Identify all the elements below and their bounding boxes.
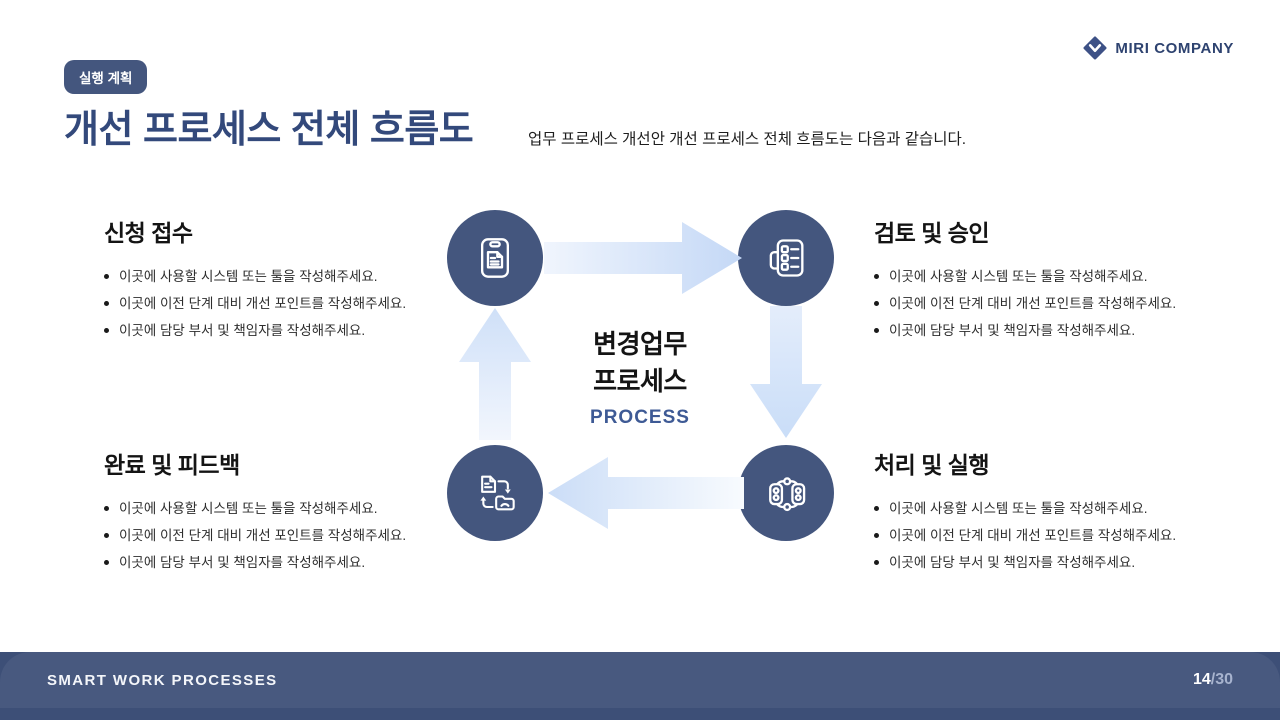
step-section-execute: 처리 및 실행 이곳에 사용할 시스템 또는 툴을 작성해주세요. 이곳에 이전… bbox=[874, 446, 1226, 576]
workflow-nodes-icon bbox=[769, 477, 806, 512]
bullet-text: 이곳에 담당 부서 및 책임자를 작성해주세요. bbox=[119, 555, 366, 570]
step-bullet: 이곳에 담당 부서 및 책임자를 작성해주세요. bbox=[104, 317, 456, 344]
step-bullet: 이곳에 이전 단계 대비 개선 포인트를 작성해주세요. bbox=[104, 290, 456, 317]
step-title: 처리 및 실행 bbox=[874, 452, 990, 478]
step-title: 완료 및 피드백 bbox=[104, 452, 240, 478]
step-node-apply bbox=[447, 210, 543, 306]
bullet-dot bbox=[874, 506, 879, 511]
page-number: 14/30 bbox=[1193, 671, 1233, 689]
bullet-dot bbox=[874, 274, 879, 279]
step-bullet: 이곳에 담당 부서 및 책임자를 작성해주세요. bbox=[874, 549, 1226, 576]
step-section-apply: 신청 접수 이곳에 사용할 시스템 또는 툴을 작성해주세요. 이곳에 이전 단… bbox=[104, 214, 456, 344]
file-transfer-icon bbox=[480, 475, 515, 511]
page-current: 14 bbox=[1192, 671, 1211, 688]
step-section-review: 검토 및 승인 이곳에 사용할 시스템 또는 툴을 작성해주세요. 이곳에 이전… bbox=[874, 214, 1226, 344]
miri-diamond-logo-icon bbox=[1083, 36, 1107, 60]
bullet-dot bbox=[104, 506, 109, 511]
step-bullet: 이곳에 사용할 시스템 또는 툴을 작성해주세요. bbox=[874, 263, 1226, 290]
step-node-feedback bbox=[447, 445, 543, 541]
bullet-text: 이곳에 이전 단계 대비 개선 포인트를 작성해주세요. bbox=[119, 296, 407, 311]
section-badge: 실행 계획 bbox=[64, 60, 148, 94]
center-line3: PROCESS bbox=[590, 407, 690, 428]
bullet-text: 이곳에 이전 단계 대비 개선 포인트를 작성해주세요. bbox=[119, 528, 407, 543]
step-bullet: 이곳에 담당 부서 및 책임자를 작성해주세요. bbox=[104, 549, 456, 576]
bullet-dot bbox=[874, 533, 879, 538]
step-bullet: 이곳에 이전 단계 대비 개선 포인트를 작성해주세요. bbox=[874, 522, 1226, 549]
step-bullet: 이곳에 사용할 시스템 또는 툴을 작성해주세요. bbox=[104, 495, 456, 522]
bullet-text: 이곳에 담당 부서 및 책임자를 작성해주세요. bbox=[889, 555, 1136, 570]
center-line2: 프로세스 bbox=[593, 366, 687, 396]
step-title: 신청 접수 bbox=[104, 220, 193, 246]
bullet-dot bbox=[874, 560, 879, 565]
bullet-dot bbox=[104, 274, 109, 279]
bullet-text: 이곳에 담당 부서 및 책임자를 작성해주세요. bbox=[889, 323, 1136, 338]
page-total: /30 bbox=[1210, 671, 1233, 688]
flow-arrow-down-icon bbox=[750, 306, 822, 438]
step-node-execute bbox=[738, 445, 834, 541]
step-bullet: 이곳에 사용할 시스템 또는 툴을 작성해주세요. bbox=[104, 263, 456, 290]
bullet-dot bbox=[874, 328, 879, 333]
bullet-text: 이곳에 사용할 시스템 또는 툴을 작성해주세요. bbox=[889, 269, 1148, 284]
bullet-text: 이곳에 이전 단계 대비 개선 포인트를 작성해주세요. bbox=[889, 528, 1177, 543]
step-bullets: 이곳에 사용할 시스템 또는 툴을 작성해주세요. 이곳에 이전 단계 대비 개… bbox=[104, 495, 456, 576]
bullet-text: 이곳에 사용할 시스템 또는 툴을 작성해주세요. bbox=[119, 501, 378, 516]
step-bullets: 이곳에 사용할 시스템 또는 툴을 작성해주세요. 이곳에 이전 단계 대비 개… bbox=[874, 263, 1226, 344]
step-bullets: 이곳에 사용할 시스템 또는 툴을 작성해주세요. 이곳에 이전 단계 대비 개… bbox=[874, 495, 1226, 576]
bullet-text: 이곳에 이전 단계 대비 개선 포인트를 작성해주세요. bbox=[889, 296, 1177, 311]
page-subtitle: 업무 프로세스 개선안 개선 프로세스 전체 흐름도는 다음과 같습니다. bbox=[528, 131, 967, 148]
footer-bar: SMART WORK PROCESSES 14/30 bbox=[0, 652, 1280, 708]
brand: MIRI COMPANY bbox=[1083, 36, 1234, 60]
brand-name: MIRI COMPANY bbox=[1115, 39, 1234, 57]
footer-title: SMART WORK PROCESSES bbox=[47, 671, 278, 689]
checklist-icon bbox=[769, 239, 804, 277]
bullet-dot bbox=[104, 533, 109, 538]
step-bullets: 이곳에 사용할 시스템 또는 툴을 작성해주세요. 이곳에 이전 단계 대비 개… bbox=[104, 263, 456, 344]
step-bullet: 이곳에 사용할 시스템 또는 툴을 작성해주세요. bbox=[874, 495, 1226, 522]
bullet-dot bbox=[874, 301, 879, 306]
clipboard-icon bbox=[481, 238, 509, 278]
bullet-text: 이곳에 사용할 시스템 또는 툴을 작성해주세요. bbox=[119, 269, 378, 284]
step-section-feedback: 완료 및 피드백 이곳에 사용할 시스템 또는 툴을 작성해주세요. 이곳에 이… bbox=[104, 446, 456, 576]
step-node-review bbox=[738, 210, 834, 306]
bullet-dot bbox=[104, 301, 109, 306]
flow-arrow-left-icon bbox=[548, 457, 744, 529]
step-bullet: 이곳에 담당 부서 및 책임자를 작성해주세요. bbox=[874, 317, 1226, 344]
bullet-text: 이곳에 사용할 시스템 또는 툴을 작성해주세요. bbox=[889, 501, 1148, 516]
page-title: 개선 프로세스 전체 흐름도 bbox=[64, 109, 474, 151]
flow-arrow-up-icon bbox=[459, 308, 531, 440]
center-line1: 변경업무 bbox=[593, 329, 687, 359]
step-bullet: 이곳에 이전 단계 대비 개선 포인트를 작성해주세요. bbox=[104, 522, 456, 549]
bullet-dot bbox=[104, 328, 109, 333]
flow-arrow-right-icon bbox=[544, 222, 742, 294]
bullet-text: 이곳에 담당 부서 및 책임자를 작성해주세요. bbox=[119, 323, 366, 338]
center-label: 변경업무 프로세스 PROCESS bbox=[555, 326, 725, 429]
bullet-dot bbox=[104, 560, 109, 565]
step-bullet: 이곳에 이전 단계 대비 개선 포인트를 작성해주세요. bbox=[874, 290, 1226, 317]
step-title: 검토 및 승인 bbox=[874, 220, 990, 246]
